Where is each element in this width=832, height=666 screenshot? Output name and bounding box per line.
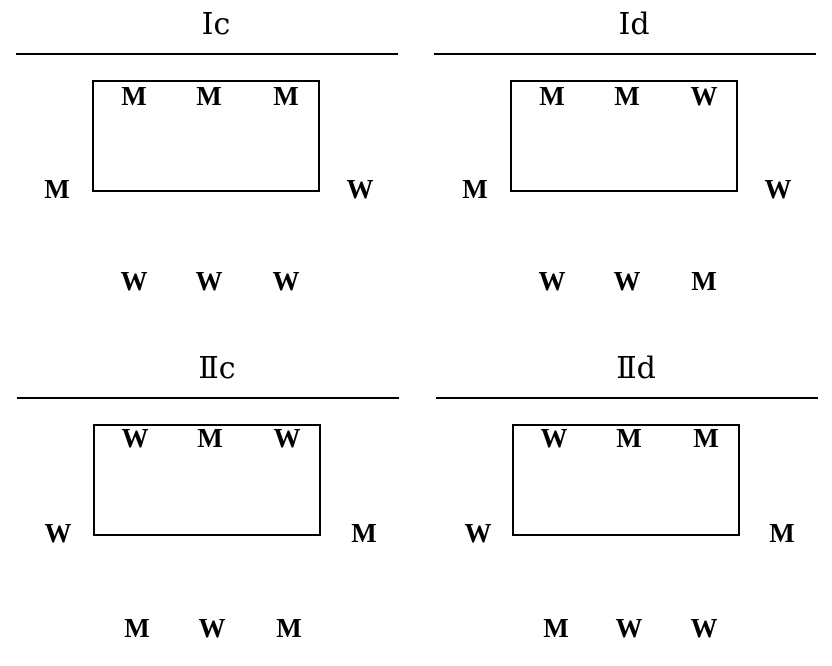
- top-seat-2: M: [616, 423, 642, 453]
- right-seat: W: [346, 174, 374, 204]
- left-seat: M: [462, 174, 488, 204]
- panel-2d: Ⅱd W M M W M M W W: [436, 346, 832, 666]
- panel-title: Ⅰd: [618, 7, 650, 42]
- top-seat-1: M: [539, 81, 565, 111]
- bottom-seat-1: M: [124, 613, 150, 643]
- top-seat-2: M: [614, 81, 640, 111]
- panel-title: Ⅱd: [616, 351, 656, 386]
- left-seat: W: [464, 518, 492, 548]
- bottom-seat-2: W: [198, 613, 226, 643]
- bottom-seat-1: M: [543, 613, 569, 643]
- title-underline: [16, 53, 398, 55]
- top-seat-1: W: [121, 423, 149, 453]
- panel-title: Ⅱc: [198, 351, 236, 386]
- table-rectangle: [512, 424, 740, 536]
- top-seat-3: W: [273, 423, 301, 453]
- left-seat: M: [44, 174, 70, 204]
- bottom-seat-3: M: [691, 266, 717, 296]
- bottom-seat-3: M: [276, 613, 302, 643]
- panel-2c: Ⅱc W M W W M M W M: [17, 346, 417, 666]
- panel-1c: Ⅰc M M M M W W W W: [16, 2, 416, 322]
- top-seat-1: W: [540, 423, 568, 453]
- bottom-seat-1: W: [538, 266, 566, 296]
- table-rectangle: [510, 80, 738, 192]
- top-seat-3: M: [273, 81, 299, 111]
- table-rectangle: [93, 424, 321, 536]
- bottom-seat-2: W: [615, 613, 643, 643]
- title-underline: [434, 53, 816, 55]
- right-seat: M: [769, 518, 795, 548]
- table-rectangle: [92, 80, 320, 192]
- right-seat: W: [764, 174, 792, 204]
- bottom-seat-2: W: [613, 266, 641, 296]
- top-seat-1: M: [121, 81, 147, 111]
- panel-title: Ⅰc: [201, 7, 231, 42]
- top-seat-2: M: [197, 423, 223, 453]
- bottom-seat-3: W: [690, 613, 718, 643]
- title-underline: [436, 397, 818, 399]
- bottom-seat-1: W: [120, 266, 148, 296]
- left-seat: W: [44, 518, 72, 548]
- panel-1d: Ⅰd M M W M W W W M: [434, 2, 832, 322]
- bottom-seat-2: W: [195, 266, 223, 296]
- right-seat: M: [351, 518, 377, 548]
- top-seat-2: M: [196, 81, 222, 111]
- bottom-seat-3: W: [272, 266, 300, 296]
- top-seat-3: M: [693, 423, 719, 453]
- title-underline: [17, 397, 399, 399]
- top-seat-3: W: [690, 81, 718, 111]
